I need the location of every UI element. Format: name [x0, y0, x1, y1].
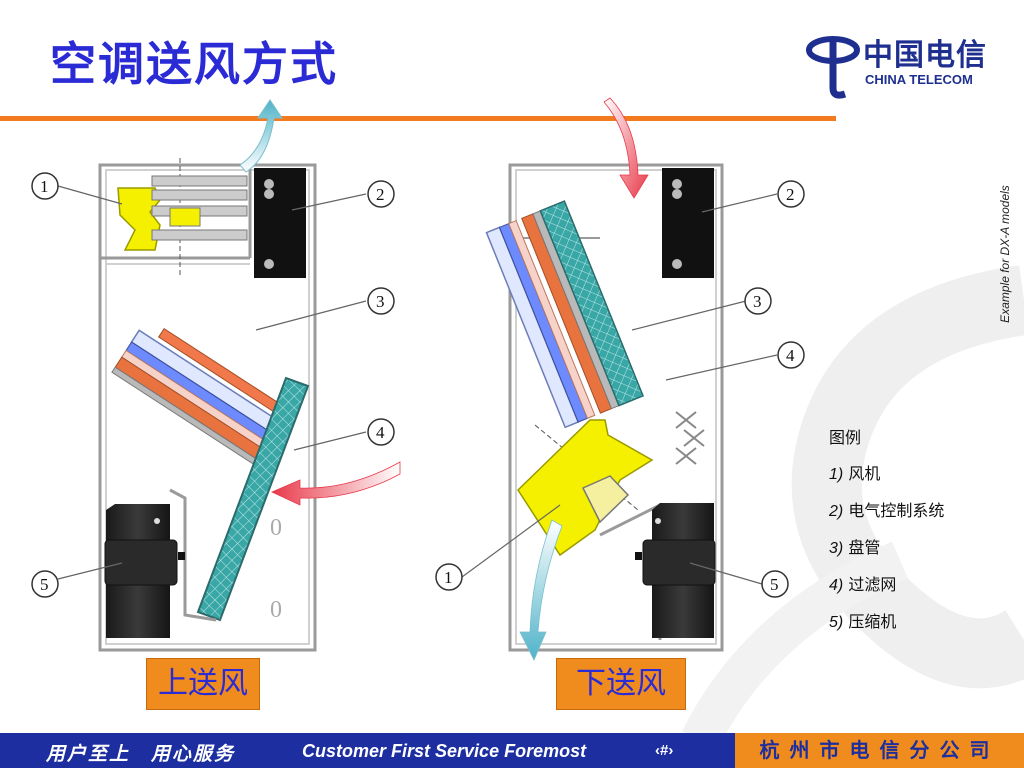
callout-label: 1: [444, 568, 453, 587]
legend-item-label: 电气控制系统: [848, 501, 945, 520]
callout-label: 4: [786, 346, 795, 365]
legend-item: 2) 电气控制系统: [829, 493, 944, 530]
footer-slogan-english: Customer First Service Foremost: [302, 741, 587, 761]
legend-item-number: 3): [829, 540, 844, 557]
china-telecom-logo: 中国电信 CHINA TELECOM: [805, 28, 1015, 100]
legend-item: 4) 过滤网: [829, 567, 944, 604]
electric-control-box: [254, 168, 306, 278]
callout-label: 3: [753, 292, 762, 311]
callout-label: 1: [40, 177, 49, 196]
callout-3: [367, 287, 395, 315]
legend-heading: 图例: [829, 428, 862, 447]
compressor: [104, 504, 185, 638]
svg-text:0: 0: [270, 597, 282, 623]
legend-item-number: 2): [829, 503, 844, 520]
callout-5: [31, 570, 59, 598]
legend-item-label: 过滤网: [848, 575, 897, 594]
callout-label: 5: [770, 575, 779, 594]
svg-text:0: 0: [270, 515, 282, 541]
legend-item: 1) 风机: [829, 456, 944, 493]
legend-item: 5) 压缩机: [829, 604, 944, 641]
filter-mesh: [196, 376, 310, 622]
footer-company: 杭州市电信分公司: [735, 733, 1024, 768]
legend-item-label: 风机: [848, 464, 881, 483]
downflow-unit: 0 0: [485, 97, 724, 661]
fan-blades: [151, 175, 248, 241]
coil: [111, 327, 291, 466]
legend-item-label: 压缩机: [848, 612, 897, 631]
legend-item-number: 4): [829, 577, 844, 594]
legend-item-label: 盘管: [848, 538, 881, 557]
footer-slogan: 用户至上 用心服务: [46, 743, 236, 765]
callout-label: 2: [376, 185, 385, 204]
callout-2: [777, 180, 805, 208]
legend-item: 3) 盘管: [829, 530, 944, 567]
footer-bar: 用户至上 用心服务 Customer First Service Foremos…: [0, 733, 1024, 768]
right-callouts: 1 2 3 4 5: [435, 180, 805, 598]
downflow-label: 下送风: [556, 658, 686, 710]
logo-chinese-name: 中国电信: [863, 38, 987, 73]
page-number: ‹#›: [655, 742, 674, 759]
telecom-emblem-icon: [806, 36, 860, 99]
return-air-arrow: [271, 461, 401, 506]
callout-4: [367, 418, 395, 446]
callout-3: [744, 287, 772, 315]
title-divider: [0, 116, 836, 121]
callout-label: 3: [376, 292, 385, 311]
callout-label: 5: [40, 575, 49, 594]
supply-air-down-arrow: [519, 519, 563, 661]
left-callouts: 1 2 3 4 5: [31, 172, 395, 598]
legend: 图例 1) 风机 2) 电气控制系统 3) 盘管 4) 过滤网 5) 压缩机: [829, 420, 944, 641]
legend-item-number: 1): [829, 466, 844, 483]
callout-4: [777, 341, 805, 369]
legend-item-number: 5): [829, 614, 844, 631]
logo-english-name: CHINA TELECOM: [865, 72, 973, 87]
coil: [485, 200, 645, 429]
callout-label: 4: [376, 423, 385, 442]
callout-2: [367, 180, 395, 208]
upflow-unit: 0 0: [98, 99, 401, 652]
supply-air-up-arrow: [239, 99, 283, 173]
upflow-label: 上送风: [146, 658, 260, 710]
page-title: 空调送风方式: [50, 37, 338, 91]
callout-1: [435, 563, 463, 591]
callout-5: [761, 570, 789, 598]
compressor: [635, 503, 716, 638]
electric-control-box: [662, 168, 714, 278]
return-air-down-arrow: [603, 97, 649, 199]
callout-1: [31, 172, 59, 200]
callout-label: 2: [786, 185, 795, 204]
